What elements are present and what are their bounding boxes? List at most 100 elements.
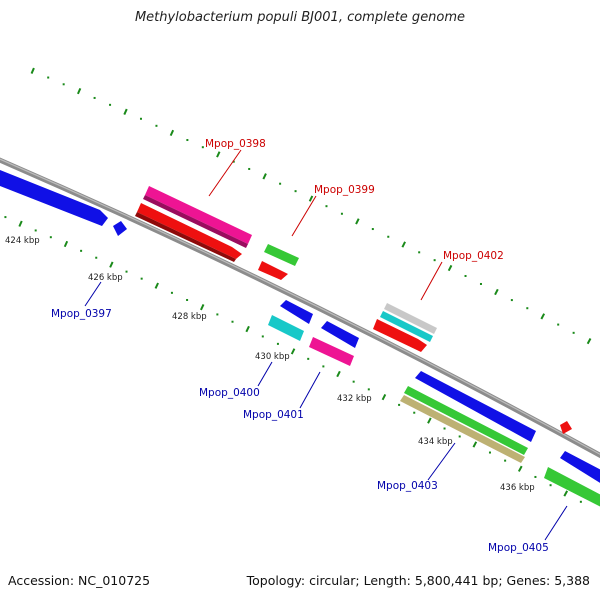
gene-label-mpop-0402[interactable]: Mpop_0402	[443, 250, 504, 262]
tick-dot	[367, 388, 370, 391]
gene-arrow-cyan	[268, 315, 304, 341]
gene-arrow-cyan	[380, 311, 433, 342]
tick-dot	[413, 411, 416, 414]
tick-dot	[294, 190, 297, 193]
leader-line-mpop-0405	[544, 505, 568, 541]
accession-text: Accession: NC_010725	[8, 573, 151, 588]
tick-dot	[186, 298, 189, 301]
gene-arrow-blue-small	[113, 221, 127, 236]
tick-dash	[427, 417, 432, 424]
genome-summary-text: Topology: circular; Length: 5,800,441 bp…	[246, 573, 590, 588]
gene-arrow-blue	[321, 321, 359, 348]
tick-label-434: 434 kbp	[418, 437, 453, 447]
leader-line-mpop-0400	[257, 361, 273, 387]
tick-dot	[216, 313, 219, 316]
tick-dash	[200, 304, 205, 311]
gene-label-mpop-0400[interactable]: Mpop_0400	[199, 387, 260, 399]
tick-dot	[488, 451, 491, 454]
gene-arrow-green	[404, 386, 528, 455]
tick-dot	[155, 124, 158, 127]
tick-dot	[231, 320, 234, 323]
feature-mpop-0397[interactable]	[0, 168, 127, 236]
tick-dot	[47, 76, 50, 79]
tick-dot	[534, 475, 537, 478]
tick-dot	[109, 103, 112, 106]
gene-labels-red: Mpop_0398 Mpop_0399 Mpop_0402	[205, 138, 504, 262]
gene-arrow-blue	[280, 300, 313, 324]
gene-arrow-blue	[560, 451, 600, 483]
tick-dash	[18, 220, 23, 227]
tick-dot	[549, 484, 552, 487]
tick-dash	[563, 490, 569, 497]
tick-dot	[261, 335, 264, 338]
tick-dot	[307, 357, 310, 360]
tick-labels: 424 kbp 426 kbp 428 kbp 430 kbp 432 kbp …	[5, 236, 535, 493]
tick-dot	[139, 117, 142, 120]
gene-label-mpop-0401[interactable]: Mpop_0401	[243, 409, 304, 421]
tick-dot	[418, 251, 421, 254]
genome-backbone-highlight	[0, 158, 600, 455]
gene-arrow-tan	[400, 395, 525, 463]
tick-dot	[34, 229, 37, 232]
tick-dot	[140, 277, 143, 280]
tick-dash	[447, 264, 453, 272]
tick-label-424: 424 kbp	[5, 236, 40, 246]
gene-arrow-red	[258, 261, 288, 280]
gene-label-mpop-0403[interactable]: Mpop_0403	[377, 480, 438, 492]
tick-dot	[504, 459, 507, 462]
leader-lines	[84, 149, 568, 541]
gene-arrow-blue	[415, 371, 536, 442]
gene-label-mpop-0398[interactable]: Mpop_0398	[205, 138, 266, 150]
tick-dot	[49, 236, 52, 239]
gene-label-mpop-0397[interactable]: Mpop_0397	[51, 308, 112, 320]
tick-dot	[201, 146, 204, 149]
leader-line-mpop-0401	[299, 371, 321, 409]
tick-dot	[125, 270, 128, 273]
tick-dashes	[18, 67, 592, 497]
feature-mpop-0402[interactable]	[373, 303, 437, 352]
gene-arrow-green	[264, 244, 299, 266]
feature-mpop-0398-red[interactable]	[135, 203, 242, 262]
tick-dot	[458, 435, 461, 438]
tick-dot	[510, 299, 513, 302]
gene-arrow-blue	[0, 170, 108, 226]
gene-label-mpop-0405[interactable]: Mpop_0405	[488, 542, 549, 554]
tick-dot	[443, 427, 446, 430]
tick-dash	[517, 465, 523, 472]
tick-dot	[4, 216, 7, 219]
feature-mpop-0403[interactable]	[400, 371, 536, 463]
tick-label-436: 436 kbp	[500, 483, 535, 493]
tick-dot	[232, 160, 235, 163]
tick-dash	[290, 348, 296, 355]
tick-dash	[216, 151, 221, 158]
tick-dash	[63, 240, 69, 248]
tick-dash	[123, 108, 128, 115]
tick-dot	[279, 182, 282, 185]
gene-label-mpop-0399[interactable]: Mpop_0399	[314, 184, 375, 196]
gene-arrow-green	[544, 467, 600, 507]
feature-mpop-0399[interactable]	[258, 244, 299, 280]
tick-dot	[387, 235, 390, 238]
feature-mpop-0404[interactable]	[560, 421, 572, 434]
tick-dot	[464, 274, 467, 277]
leader-line-mpop-0403	[427, 442, 456, 481]
tick-dot	[352, 380, 355, 383]
gene-arrow-magenta	[309, 337, 354, 366]
tick-dot	[526, 307, 529, 310]
feature-mpop-0400[interactable]	[268, 300, 313, 341]
tick-dot	[276, 342, 279, 345]
tick-dash	[109, 261, 114, 268]
tick-dash	[540, 313, 546, 320]
feature-mpop-0401[interactable]	[309, 321, 359, 366]
tick-label-432: 432 kbp	[337, 394, 372, 404]
leader-line-mpop-0397	[84, 281, 102, 307]
tick-label-426: 426 kbp	[88, 273, 123, 283]
feature-mpop-0398[interactable]	[143, 186, 252, 248]
tick-dash	[245, 325, 250, 333]
tick-dash	[381, 393, 387, 401]
feature-mpop-0405[interactable]	[544, 451, 600, 509]
leader-line-mpop-0399	[291, 195, 317, 237]
tick-dot	[322, 365, 325, 368]
